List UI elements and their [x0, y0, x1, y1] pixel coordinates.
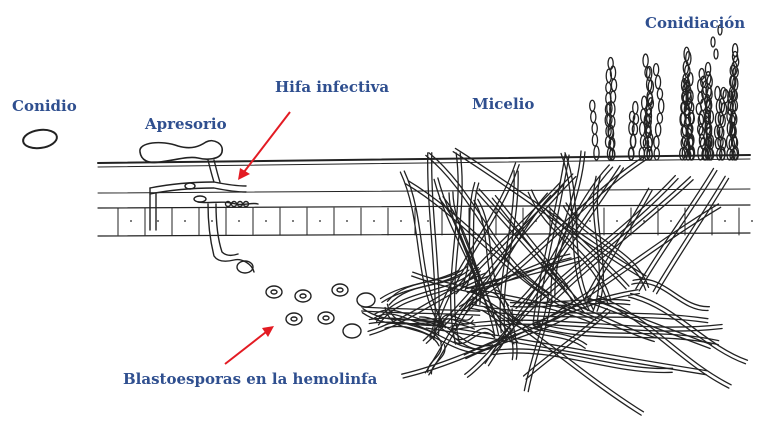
cuticle-layers: [98, 155, 753, 236]
hyphal-tip: [343, 324, 361, 338]
appressorium: [140, 141, 222, 163]
label-conidio: Conidio: [12, 99, 77, 114]
arrow-blastoesporas: [225, 326, 274, 364]
hyphal-tip: [357, 293, 375, 307]
conidiation-chains: [590, 25, 739, 160]
label-apresorio: Apresorio: [145, 117, 227, 132]
label-micelio: Micelio: [472, 97, 534, 112]
label-conidiacion: Conidiación: [645, 16, 745, 31]
blastospores: [266, 284, 348, 325]
label-blastoesporas: Blastoesporas en la hemolinfa: [123, 372, 377, 387]
conidium-spore: [22, 128, 58, 151]
arrow-hifa-infectiva: [238, 112, 290, 180]
label-hifa-infectiva: Hifa infectiva: [275, 80, 389, 95]
mycelium-network: [362, 148, 748, 415]
